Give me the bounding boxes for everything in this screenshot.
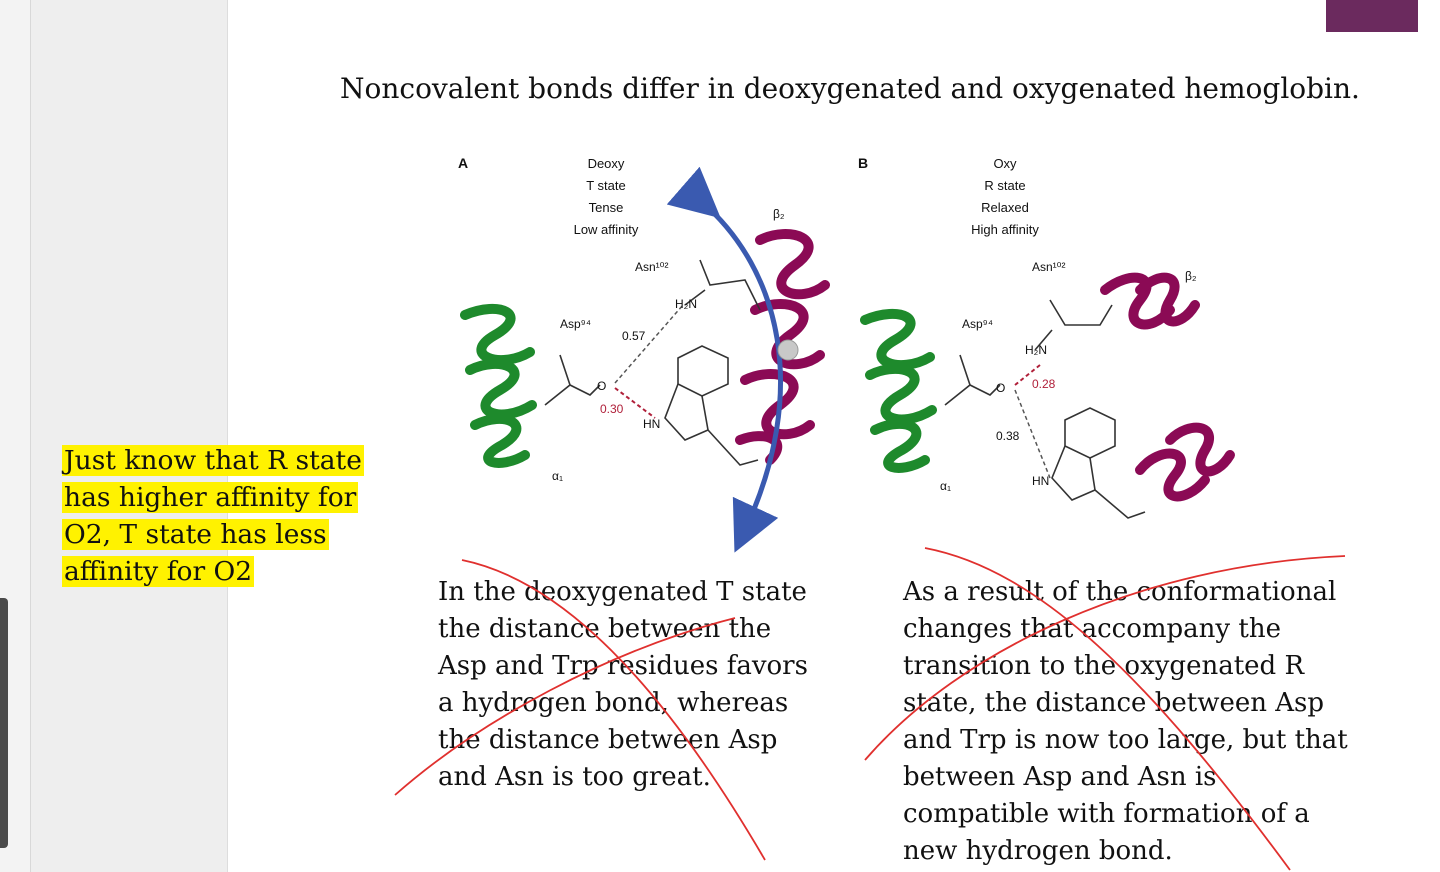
hemoglobin-figure: A Deoxy T state Tense Low affinity	[458, 155, 1235, 553]
panel-b: B Oxy R state Relaxed High affinity	[858, 155, 1235, 519]
panel-a-o: O	[597, 379, 606, 393]
panel-a-beta-label: β₂	[773, 207, 785, 221]
panel-a-state-4: Low affinity	[574, 222, 639, 237]
panel-b-asp-label: Asp⁹⁴	[962, 317, 993, 331]
panel-b-beta-helix-lower	[1135, 422, 1235, 502]
panel-b-beta-label: β₂	[1185, 269, 1197, 283]
panel-b-asn-label: Asn¹⁰²	[1032, 260, 1065, 274]
panel-b-h2n: H₂N	[1025, 343, 1047, 357]
panel-a-bond-asp-trp	[614, 387, 656, 419]
panel-b-letter: B	[858, 155, 868, 171]
panel-a-heme-dot	[777, 339, 799, 361]
panel-a-asp-label: Asp⁹⁴	[560, 317, 591, 331]
accent-block	[1326, 0, 1418, 32]
panel-a-state-1: Deoxy	[588, 156, 625, 171]
rail-scroll-handle[interactable]	[0, 598, 8, 848]
notes-margin-pane	[31, 0, 228, 872]
panel-b-state-2: R state	[984, 178, 1025, 193]
panel-a-letter: A	[458, 155, 468, 171]
panel-a-hn: HN	[643, 417, 660, 431]
panel-b-beta-helix-upper	[1100, 272, 1200, 330]
panel-a-asn-label: Asn¹⁰²	[635, 260, 668, 274]
panel-a-rotation-arrow	[666, 166, 783, 553]
panel-b-d1: 0.28	[1032, 377, 1056, 391]
panel-a-h2n: H₂N	[675, 297, 697, 311]
panel-b-d2: 0.38	[996, 429, 1020, 443]
panel-a-side-chains	[544, 259, 761, 466]
panel-a-bond-asp-asn	[614, 304, 684, 384]
panel-b-alpha-helix	[860, 308, 937, 473]
left-rail	[0, 0, 31, 872]
panel-a-state-3: Tense	[589, 200, 624, 215]
panel-b-state-4: High affinity	[971, 222, 1039, 237]
panel-a-d1: 0.57	[622, 329, 646, 343]
panel-a-alpha-helix	[460, 303, 537, 468]
caption-right: As a result of the conformational change…	[903, 577, 1348, 866]
panel-b-state-3: Relaxed	[981, 200, 1029, 215]
panel-b-state-1: Oxy	[993, 156, 1017, 171]
panel-b-alpha-label: α₁	[940, 479, 951, 493]
highlighted-note: Just know that R state has higher affini…	[62, 442, 382, 590]
caption-left: In the deoxygenated T state the distance…	[438, 577, 808, 792]
panel-b-bond-asp-asn	[1014, 364, 1041, 386]
panel-b-bond-asp-trp	[1014, 389, 1051, 479]
panel-a-alpha-label: α₁	[552, 469, 563, 483]
slide-title: Noncovalent bonds differ in deoxygenated…	[340, 72, 1360, 105]
note-text: Just know that R state has higher affini…	[62, 445, 364, 587]
panel-b-o: O	[996, 381, 1005, 395]
panel-a-d2: 0.30	[600, 402, 624, 416]
panel-a: A Deoxy T state Tense Low affinity	[458, 155, 830, 553]
panel-b-side-chains	[944, 299, 1146, 519]
panel-b-hn: HN	[1032, 474, 1049, 488]
panel-a-state-2: T state	[586, 178, 626, 193]
